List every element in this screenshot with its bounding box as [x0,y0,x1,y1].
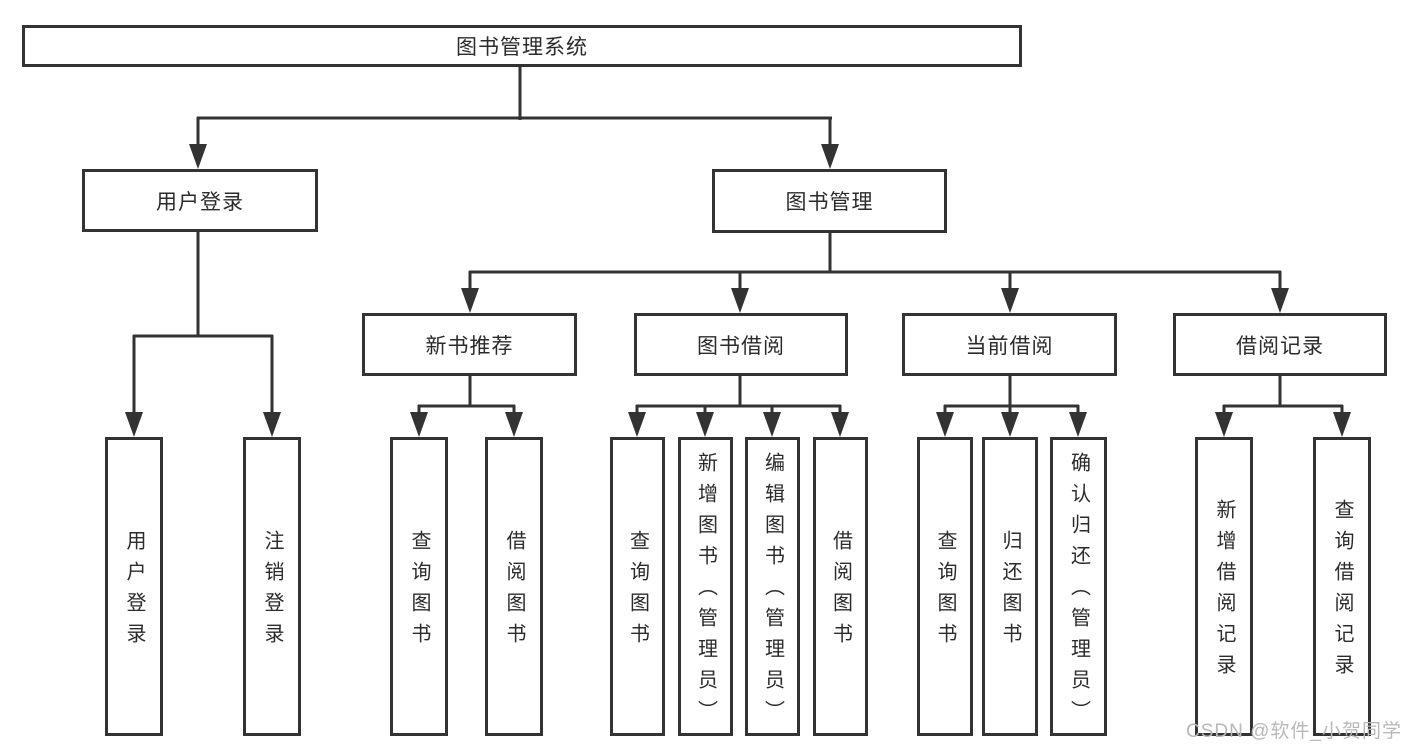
leaf-records-query-borrow-record: 查询借阅记录 [1313,437,1371,736]
leaf-borrowing-edit-books-admin: 编辑图书（管理员） [745,437,800,736]
leaf-recommend-borrow-books: 借阅图书 [485,437,543,736]
leaf-borrowing-query-books: 查询图书 [610,437,665,736]
node-current-borrowing: 当前借阅 [902,313,1117,376]
node-user-login: 用户登录 [82,169,318,232]
leaf-records-add-borrow-record: 新增借阅记录 [1195,437,1253,736]
leaf-recommend-query-books: 查询图书 [390,437,448,736]
leaf-borrowing-add-books-admin: 新增图书（管理员） [678,437,733,736]
leaf-current-return-books: 归还图书 [982,437,1038,736]
node-new-book-recommendation: 新书推荐 [362,313,577,376]
leaf-user-login: 用户登录 [105,437,163,736]
leaf-current-confirm-return-admin: 确认归还（管理员） [1050,437,1107,736]
node-book-borrowing: 图书借阅 [634,313,848,376]
node-root: 图书管理系统 [22,25,1022,67]
node-book-management: 图书管理 [712,169,947,233]
leaf-current-query-books: 查询图书 [917,437,973,736]
leaf-borrowing-borrow-books: 借阅图书 [813,437,868,736]
leaf-logout: 注销登录 [243,437,301,736]
node-borrowing-records: 借阅记录 [1173,313,1387,376]
